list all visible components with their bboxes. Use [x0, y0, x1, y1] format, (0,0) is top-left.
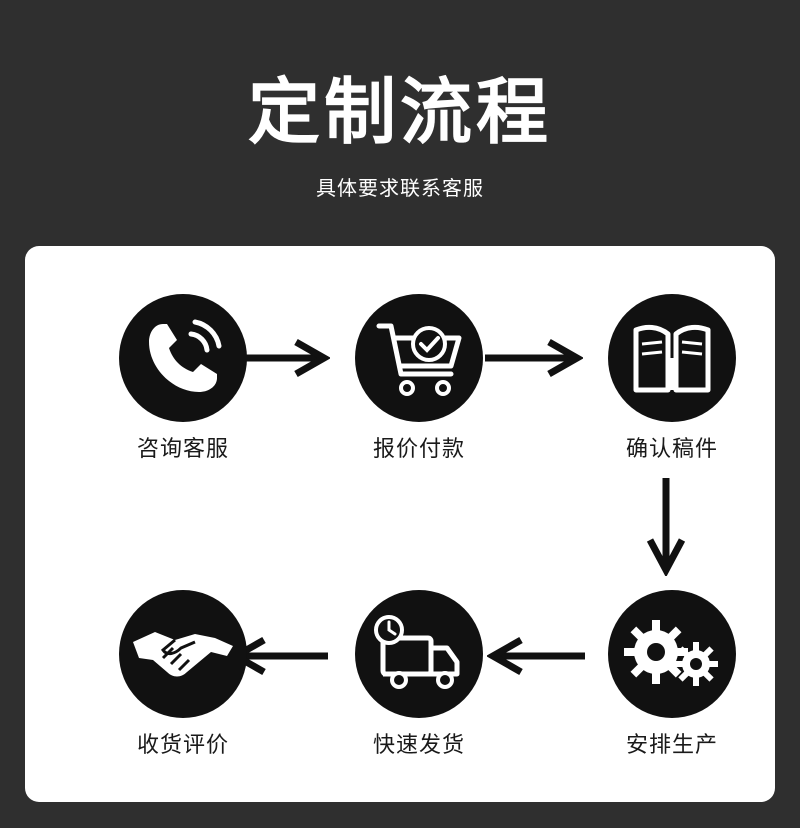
step-quote-payment: 报价付款 [339, 294, 499, 466]
step-label: 快速发货 [372, 733, 465, 758]
step-icon-circle [119, 294, 247, 422]
step-label: 报价付款 [372, 437, 465, 462]
phone-icon [149, 319, 222, 392]
gears-icon [624, 620, 718, 686]
step-label: 收货评价 [136, 733, 229, 758]
step-icon-circle [608, 294, 736, 422]
step-consult: 咨询客服 [103, 294, 263, 466]
step-review: 收货评价 [103, 590, 263, 762]
arrow-right-icon [232, 338, 330, 378]
page-subtitle: 具体要求联系客服 [316, 176, 484, 200]
arrow-right-icon [485, 338, 583, 378]
step-confirm-draft: 确认稿件 [592, 294, 752, 466]
open-book-icon [633, 324, 711, 393]
step-icon-circle [119, 590, 247, 718]
step-shipping: 快速发货 [339, 590, 499, 762]
arrow-left-icon [487, 636, 585, 676]
delivery-truck-icon [374, 615, 460, 689]
step-label: 安排生产 [625, 733, 718, 758]
page-title: 定制流程 [247, 70, 552, 154]
step-icon-circle [355, 294, 483, 422]
step-label: 确认稿件 [625, 437, 718, 462]
step-icon-circle [355, 590, 483, 718]
arrow-down-icon [646, 478, 686, 576]
step-label: 咨询客服 [136, 437, 229, 462]
handshake-icon [133, 632, 233, 677]
step-icon-circle [608, 590, 736, 718]
step-production: 安排生产 [592, 590, 752, 762]
process-card: 咨询客服 报价付款 [25, 246, 775, 802]
shopping-cart-icon [376, 323, 462, 396]
